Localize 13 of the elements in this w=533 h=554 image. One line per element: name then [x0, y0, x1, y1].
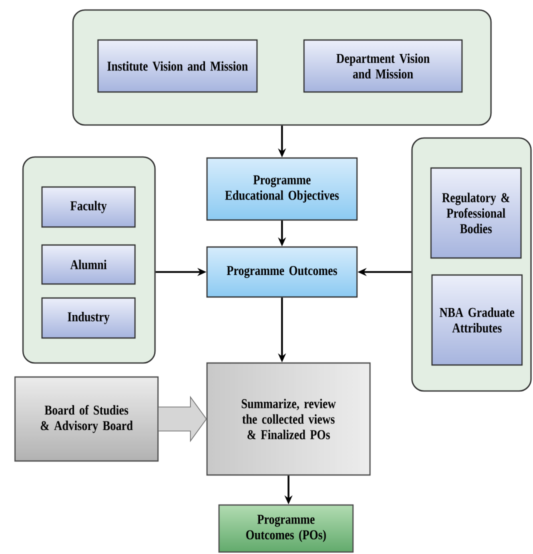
review-box: Summarize, review the collected views & Finalized POs [206, 362, 371, 476]
source-box: NBA Graduate Attributes [431, 274, 523, 366]
source-box: Regulatory & Professional Bodies [430, 167, 522, 259]
source-box: Department Vision and Mission [303, 39, 463, 93]
source-box: Faculty [41, 186, 136, 228]
objective-box: Programme Educational Objectives [206, 157, 358, 221]
board-box: Board of Studies & Advisory Board [14, 376, 159, 462]
source-box: Institute Vision and Mission [97, 39, 258, 93]
objective-box: Programme Outcomes [206, 246, 358, 298]
source-box: Industry [41, 297, 136, 339]
result-box: Programme Outcomes (POs) [218, 504, 354, 553]
arrow [158, 396, 207, 442]
source-box: Alumni [41, 244, 136, 285]
